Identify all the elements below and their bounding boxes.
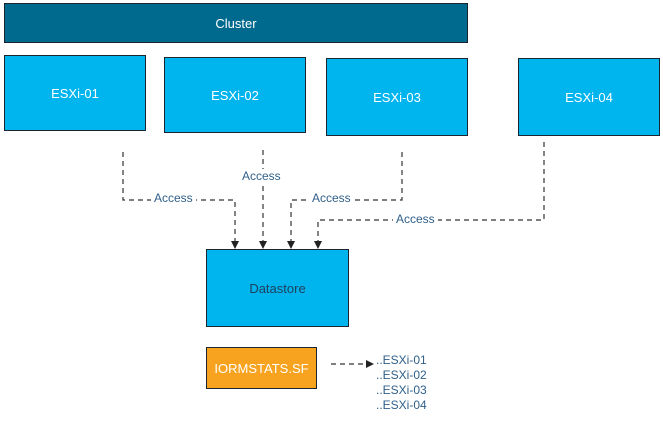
datastore-box[interactable]: Datastore — [206, 249, 349, 327]
host-label: ESXi-02 — [211, 87, 259, 103]
access-label-esxi-04: Access — [393, 212, 438, 226]
host-esxi-04[interactable]: ESXi-04 — [518, 58, 660, 136]
host-esxi-02[interactable]: ESXi-02 — [164, 57, 306, 133]
datastore-label: Datastore — [249, 280, 306, 296]
file-entry: ..ESXi-03 — [376, 383, 427, 397]
iormstats-file-box[interactable]: IORMSTATS.SF — [206, 347, 317, 389]
cluster-box[interactable]: Cluster — [4, 3, 468, 43]
host-label: ESXi-03 — [373, 89, 421, 105]
file-entry: ..ESXi-04 — [376, 398, 427, 412]
access-label-esxi-03: Access — [309, 191, 354, 205]
host-label: ESXi-01 — [51, 85, 99, 101]
cluster-label: Cluster — [215, 15, 257, 31]
access-label-esxi-02: Access — [239, 169, 284, 183]
host-label: ESXi-04 — [565, 89, 613, 105]
iormstats-entry-list: ..ESXi-01 ..ESXi-02 ..ESXi-03 ..ESXi-04 — [376, 353, 427, 413]
access-label-esxi-01: Access — [151, 191, 196, 205]
file-entry: ..ESXi-02 — [376, 368, 427, 382]
host-esxi-03[interactable]: ESXi-03 — [326, 58, 468, 136]
file-entry: ..ESXi-01 — [376, 353, 427, 367]
iormstats-file-label: IORMSTATS.SF — [214, 360, 309, 376]
host-esxi-01[interactable]: ESXi-01 — [4, 55, 146, 131]
